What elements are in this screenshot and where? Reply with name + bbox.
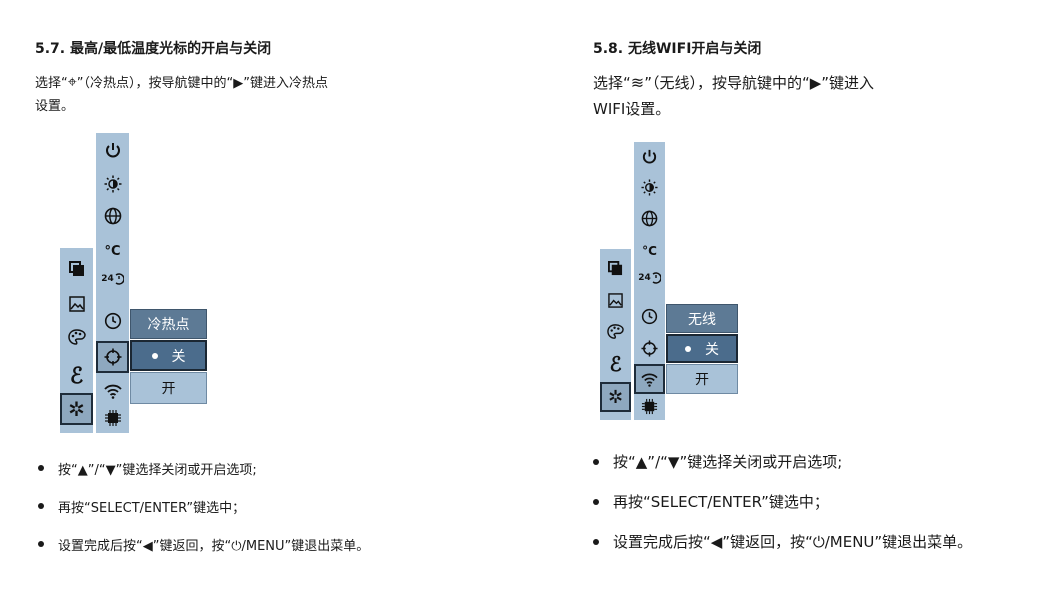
left-option-off[interactable]: 关 xyxy=(130,340,207,371)
clock-icon xyxy=(634,306,665,326)
celsius-icon: °C xyxy=(104,243,121,259)
clock-icon xyxy=(96,310,129,332)
image-icon xyxy=(60,293,93,315)
list-item: 设置完成后按“◀”键返回，按“⏻/MENU”键退出菜单。 xyxy=(38,535,508,554)
selected-dot xyxy=(151,352,158,359)
right-option-off[interactable]: 关 xyxy=(666,334,738,363)
power-icon xyxy=(634,146,665,166)
right-menu-diagram: ℰ ✲ °C 24 无线 关 开 xyxy=(600,142,740,420)
image-icon xyxy=(600,290,631,310)
left-description: 选择“⌖”（冷热点），按导航键中的“▶”键进入冷热点 设置。 xyxy=(35,72,328,114)
wifi-icon xyxy=(96,381,129,401)
palette-icon xyxy=(600,320,631,342)
celsius-icon: °C xyxy=(642,244,657,258)
right-section-title: 5.8. 无线WIFI开启与关闭 xyxy=(593,41,762,57)
wifi-glyph-icon: ≋ xyxy=(630,73,645,92)
gear-icon: ✲ xyxy=(68,397,85,421)
chip-icon xyxy=(96,408,129,428)
crosshair-menu-icon xyxy=(96,345,129,369)
right-option-on[interactable]: 开 xyxy=(666,364,738,394)
chip-icon xyxy=(634,396,665,416)
auto-off-icon: 24 xyxy=(634,269,665,287)
brightness-icon xyxy=(634,177,665,197)
layers-icon xyxy=(60,258,93,280)
left-popup-title: 冷热点 xyxy=(130,309,207,339)
gear-icon: ✲ xyxy=(607,386,624,408)
list-item: 再按“SELECT/ENTER”键选中； xyxy=(593,490,1028,514)
right-bullet-list: 按“▲”/“▼”键选择关闭或开启选项; 再按“SELECT/ENTER”键选中；… xyxy=(593,450,1028,554)
list-item: 按“▲”/“▼”键选择关闭或开启选项; xyxy=(38,459,508,478)
globe-icon xyxy=(634,208,665,228)
settings-selected-frame xyxy=(60,393,93,425)
crosshair-menu-icon xyxy=(634,338,665,358)
list-item: 再按“SELECT/ENTER”键选中； xyxy=(38,497,508,516)
list-item: 按“▲”/“▼”键选择关闭或开启选项; xyxy=(593,450,1028,474)
emissivity-icon: ℰ xyxy=(69,363,84,389)
left-bullet-list: 按“▲”/“▼”键选择关闭或开启选项; 再按“SELECT/ENTER”键选中；… xyxy=(38,459,508,554)
emissivity-icon: ℰ xyxy=(609,352,622,376)
globe-icon xyxy=(96,205,129,227)
right-description: 选择“≋”（无线），按导航键中的“▶”键进入 WIFI设置。 xyxy=(593,73,875,118)
power-icon xyxy=(96,139,129,161)
palette-icon xyxy=(60,325,93,349)
list-item: 设置完成后按“◀”键返回，按“⏻/MENU”键退出菜单。 xyxy=(593,530,1028,554)
wifi-selected-frame xyxy=(634,364,665,394)
wifi-icon xyxy=(634,368,665,390)
left-menu-diagram: ℰ ✲ °C 24 冷热点 关 开 xyxy=(60,133,210,433)
left-section-title: 5.7. 最高/最低温度光标的开启与关闭 xyxy=(35,41,272,57)
left-option-on[interactable]: 开 xyxy=(130,372,207,404)
auto-off-icon: 24 xyxy=(96,269,129,289)
brightness-icon xyxy=(96,173,129,195)
right-popup-title: 无线 xyxy=(666,304,738,333)
layers-icon xyxy=(600,258,631,278)
selected-dot xyxy=(685,345,691,352)
hotspot-selected-frame xyxy=(96,341,129,373)
settings-selected-frame xyxy=(600,382,631,412)
crosshair-icon: ⌖ xyxy=(67,72,77,91)
